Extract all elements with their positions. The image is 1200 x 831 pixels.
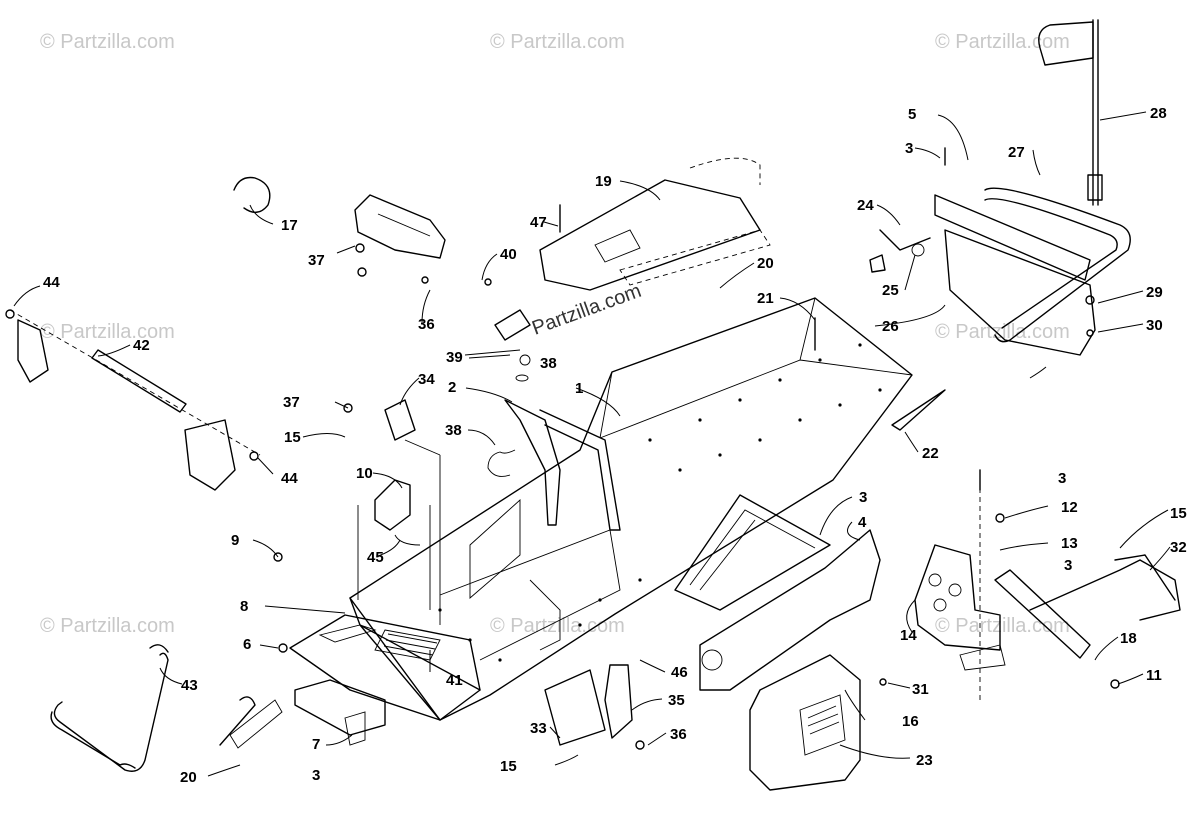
callout-29: 29	[1146, 284, 1163, 301]
callout-5: 5	[908, 106, 916, 123]
watermark: © Partzilla.com	[935, 321, 1070, 343]
guide-line	[404, 439, 441, 456]
callout-15: 15	[500, 758, 517, 775]
callout-16: 16	[902, 713, 919, 730]
rear-handle	[50, 644, 283, 772]
callout-34: 34	[418, 371, 435, 388]
callout-6: 6	[243, 636, 251, 653]
callout-3: 3	[312, 767, 320, 784]
callout-33: 33	[530, 720, 547, 737]
watermark: © Partzilla.com	[935, 31, 1070, 53]
callout-7: 7	[312, 736, 320, 753]
callout-38: 38	[540, 355, 557, 372]
callout-15: 15	[1170, 505, 1187, 522]
callout-27: 27	[1008, 144, 1025, 161]
side-cover	[749, 654, 861, 791]
callout-3: 3	[905, 140, 913, 157]
callout-9: 9	[231, 532, 239, 549]
callout-36: 36	[670, 726, 687, 743]
callout-37: 37	[283, 394, 300, 411]
callout-37: 37	[308, 252, 325, 269]
callout-44: 44	[281, 470, 298, 487]
part-22	[891, 389, 946, 431]
callout-42: 42	[133, 337, 150, 354]
rear-rack	[869, 187, 1131, 356]
side-panel	[699, 529, 881, 691]
callout-21: 21	[757, 290, 774, 307]
callout-40: 40	[500, 246, 517, 263]
bracket-34	[384, 399, 416, 441]
callout-3: 3	[1064, 557, 1072, 574]
upper-bracket	[354, 194, 446, 259]
hitch-assembly	[914, 470, 1181, 700]
harness	[487, 449, 516, 477]
console-upper	[539, 157, 771, 291]
module-10	[357, 479, 431, 610]
callout-1: 1	[575, 380, 583, 397]
watermark: © Partzilla.com	[40, 321, 175, 343]
callout-32: 32	[1170, 539, 1187, 556]
brackets	[544, 664, 633, 746]
callout-28: 28	[1150, 105, 1167, 122]
callout-41: 41	[446, 672, 463, 689]
footrest-plate	[674, 494, 831, 611]
callout-12: 12	[1061, 499, 1078, 516]
frame-holes	[438, 343, 882, 662]
leader-lines	[13, 111, 1171, 777]
callout-44: 44	[43, 274, 60, 291]
watermark: © Partzilla.com	[40, 31, 175, 53]
callout-46: 46	[671, 664, 688, 681]
watermark: © Partzilla.com	[935, 615, 1070, 637]
callout-23: 23	[916, 752, 933, 769]
callout-25: 25	[882, 282, 899, 299]
callout-47: 47	[530, 214, 547, 231]
callout-3: 3	[1058, 470, 1066, 487]
callout-30: 30	[1146, 317, 1163, 334]
callout-labels: 1 2 3 3 3 3 3 4 5 6 7 8 9 10 11 12 13 14…	[43, 105, 1187, 786]
callout-20: 20	[757, 255, 774, 272]
watermark: © Partzilla.com	[40, 615, 175, 637]
callout-2: 2	[448, 379, 456, 396]
callout-38: 38	[445, 422, 462, 439]
callout-31: 31	[912, 681, 929, 698]
watermark: © Partzilla.com	[490, 615, 625, 637]
clip-ring	[233, 176, 271, 213]
callout-18: 18	[1120, 630, 1137, 647]
callout-36: 36	[418, 316, 435, 333]
ignition-key	[494, 309, 531, 382]
watermark: © Partzilla.com	[490, 31, 625, 53]
callout-39: 39	[446, 349, 463, 366]
callout-8: 8	[240, 598, 248, 615]
callout-17: 17	[281, 217, 298, 234]
callout-45: 45	[367, 549, 384, 566]
fasteners	[5, 147, 1120, 750]
bracket-7	[294, 679, 386, 746]
callout-26: 26	[882, 318, 899, 335]
callout-43: 43	[181, 677, 198, 694]
callout-14: 14	[900, 627, 917, 644]
callout-24: 24	[857, 197, 874, 214]
callout-4: 4	[858, 514, 867, 531]
callout-15: 15	[284, 429, 301, 446]
shaft-assembly	[9, 309, 261, 491]
callout-11: 11	[1146, 667, 1162, 684]
callout-13: 13	[1061, 535, 1078, 552]
flag-pole	[1038, 19, 1103, 206]
callout-10: 10	[356, 465, 373, 482]
callout-19: 19	[595, 173, 612, 190]
callout-35: 35	[668, 692, 685, 709]
callout-22: 22	[922, 445, 939, 462]
callout-20: 20	[180, 769, 197, 786]
callout-3: 3	[859, 489, 867, 506]
chassis-frame	[349, 297, 913, 721]
